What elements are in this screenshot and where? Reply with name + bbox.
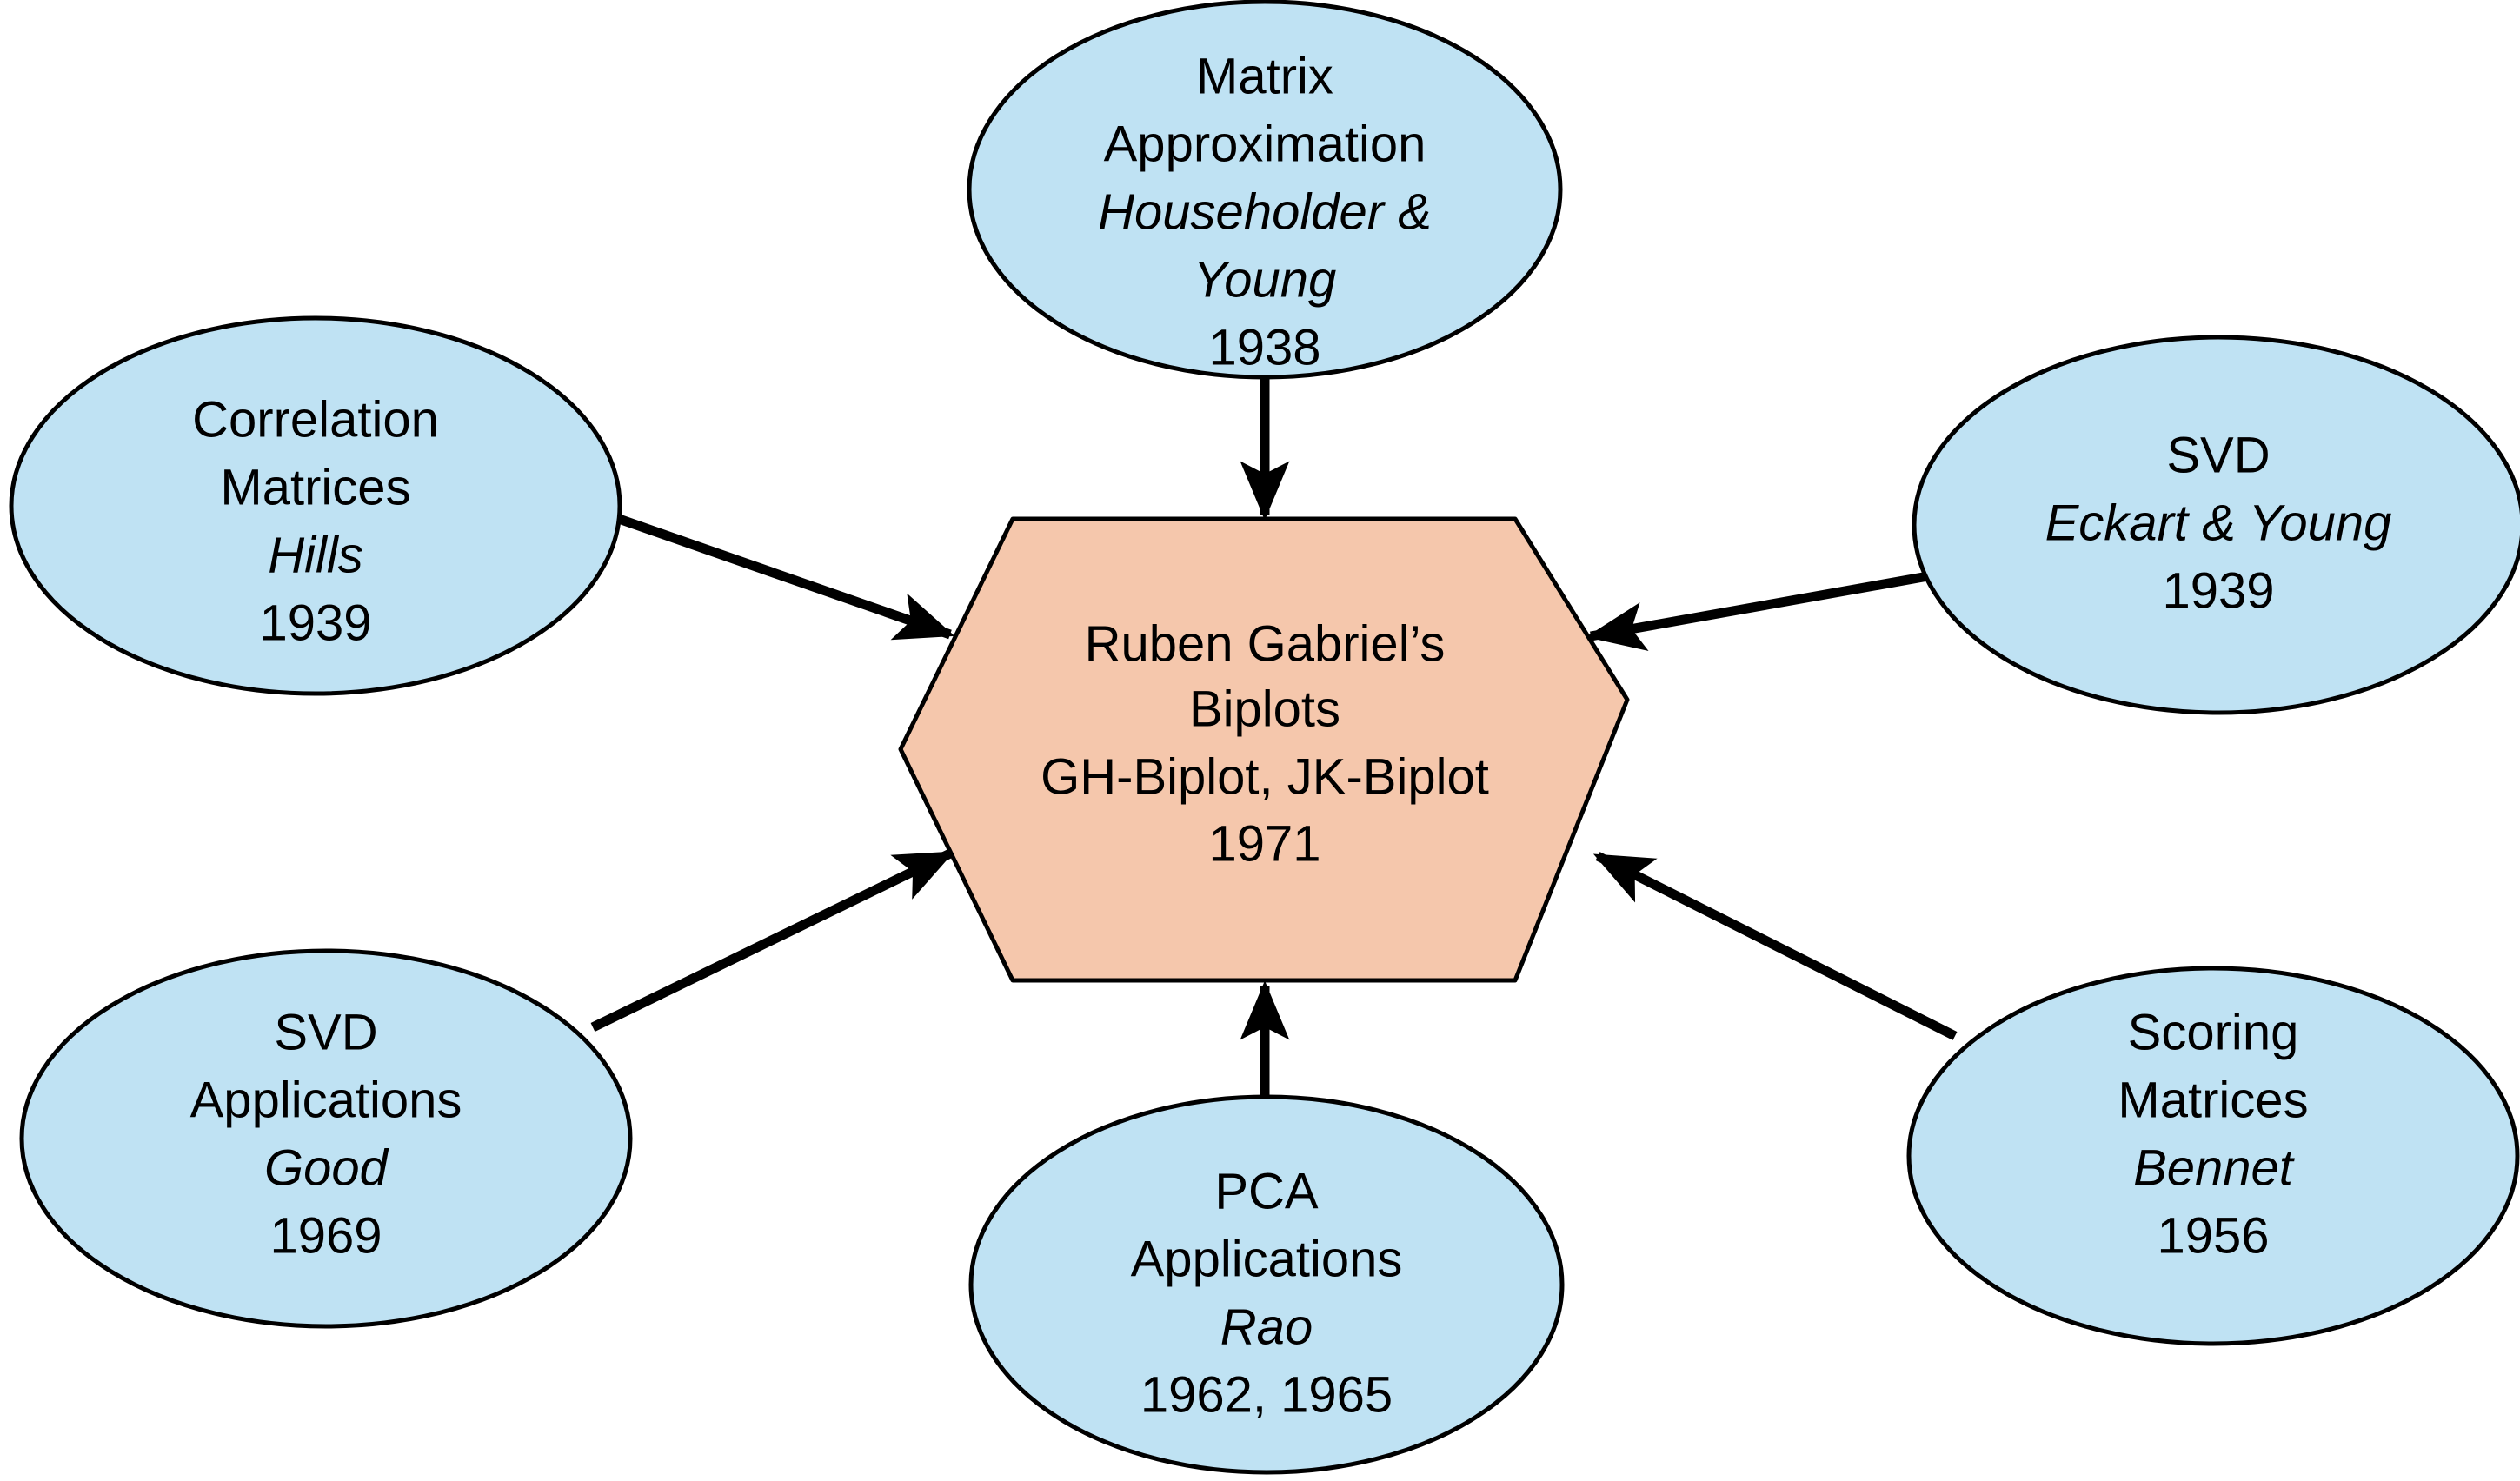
edge-svd-applications-to-center <box>590 849 955 1032</box>
node-scoring-matrices[interactable]: Scoring Matrices Bennet 1956 <box>1906 966 2520 1346</box>
edges-layer <box>590 377 1958 1097</box>
svd-eckart-young-line-3: 1939 <box>2162 562 2274 619</box>
scoring-matrices-line-2: Matrices <box>2118 1072 2308 1128</box>
node-correlation-matrices[interactable]: Correlation Matrices Hills 1939 <box>9 315 622 696</box>
edge-svd-eckart-young-to-center <box>1586 571 1929 652</box>
pca-applications-line-4: 1962, 1965 <box>1140 1366 1393 1423</box>
pca-applications-line-3: Rao <box>1220 1298 1313 1355</box>
ellipse-shape-svd-eckart-young <box>1912 335 2520 715</box>
matrix-approximation-line-3: Householder & <box>1098 183 1432 240</box>
svd-eckart-young-line-1: SVD <box>2166 427 2270 483</box>
correlation-matrices-line-1: Correlation <box>192 391 439 448</box>
edge-scoring-matrices-to-center <box>1592 852 1958 1040</box>
correlation-matrices-line-4: 1939 <box>259 594 371 651</box>
center-line-4: 1971 <box>1208 815 1320 872</box>
ellipse-shape-pca-applications <box>968 1094 1565 1475</box>
scoring-matrices-line-1: Scoring <box>2128 1004 2299 1060</box>
ellipse-shape-svd-applications <box>19 948 633 1329</box>
correlation-matrices-line-2: Matrices <box>220 459 410 515</box>
node-svd-eckart-young[interactable]: SVD Eckart & Young 1939 <box>1912 335 2520 715</box>
edge-correlation-matrices-to-center <box>600 508 955 641</box>
ellipse-shape-correlation-matrices <box>9 315 622 696</box>
ellipse-shape-matrix-approximation <box>967 0 1563 380</box>
matrix-approximation-line-2: Approximation <box>1104 116 1426 172</box>
matrix-approximation-line-5: 1938 <box>1208 319 1320 375</box>
svd-applications-line-4: 1969 <box>269 1207 382 1264</box>
node-pca-applications[interactable]: PCA Applications Rao 1962, 1965 <box>968 1094 1565 1475</box>
correlation-matrices-line-3: Hills <box>268 527 363 583</box>
center-line-2: Biplots <box>1189 681 1340 737</box>
svd-eckart-young-line-2: Eckart & Young <box>2045 495 2392 551</box>
scoring-matrices-line-3: Bennet <box>2133 1139 2296 1196</box>
ellipse-shape-scoring-matrices <box>1906 966 2520 1346</box>
node-matrix-approximation[interactable]: Matrix Approximation Householder & Young… <box>967 0 1563 380</box>
pca-applications-line-2: Applications <box>1131 1231 1403 1287</box>
svd-applications-line-1: SVD <box>274 1004 377 1060</box>
center-line-3: GH-Biplot, JK-Biplot <box>1041 748 1489 805</box>
node-ruben-gabriels-biplots[interactable]: Ruben Gabriel’s Biplots GH-Biplot, JK-Bi… <box>898 516 1630 983</box>
scoring-matrices-line-4: 1956 <box>2157 1207 2269 1264</box>
pca-applications-line-1: PCA <box>1214 1163 1319 1219</box>
node-svd-applications[interactable]: SVD Applications Good 1969 <box>19 948 633 1329</box>
svd-applications-line-2: Applications <box>190 1072 462 1128</box>
svd-applications-line-3: Good <box>264 1139 389 1196</box>
hexagon-shape <box>898 516 1630 983</box>
matrix-approximation-line-4: Young <box>1194 251 1337 308</box>
matrix-approximation-line-1: Matrix <box>1196 48 1333 104</box>
center-line-1: Ruben Gabriel’s <box>1085 615 1446 672</box>
